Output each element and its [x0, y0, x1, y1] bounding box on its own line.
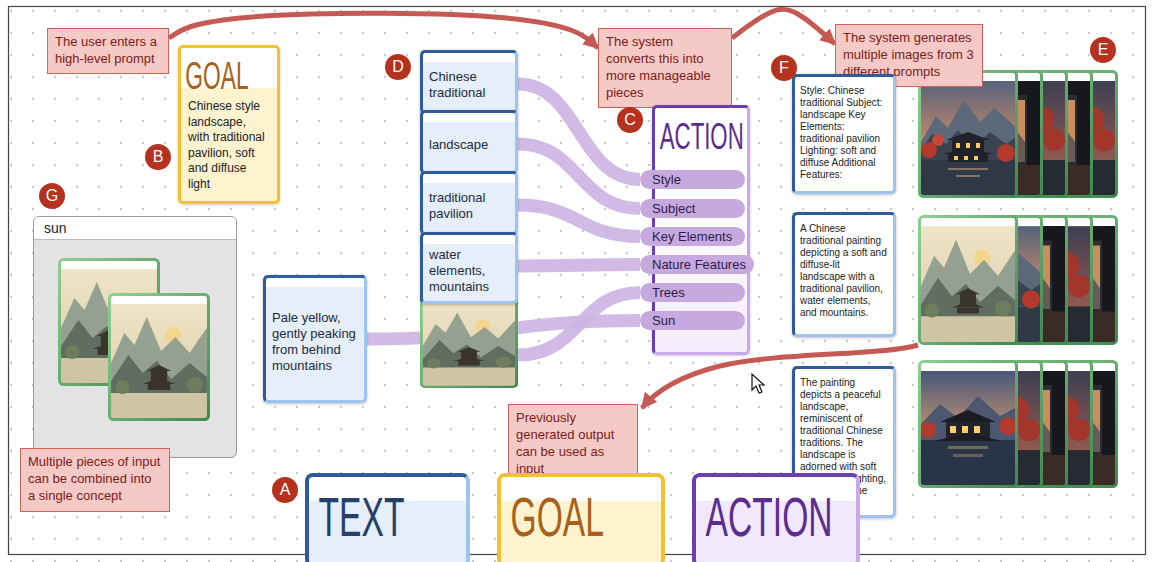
card-text: sun [34, 217, 236, 240]
callout-letter: G [39, 183, 65, 209]
generated-image [110, 295, 209, 420]
text-card: landscape [420, 110, 518, 174]
toolbar-card: ACTION [692, 473, 860, 562]
text-card: Pale yellow, gently peaking from behind … [263, 275, 367, 403]
callout-letter: B [145, 144, 171, 170]
generated-image [421, 296, 516, 387]
callout-note: Previously generated output can be used … [508, 404, 638, 484]
flow-arrow [169, 13, 598, 48]
card-text: Chinese style landscape, with traditiona… [181, 95, 277, 201]
mouse-cursor [752, 374, 764, 393]
card-text: Sun [652, 311, 737, 330]
generated-image [920, 362, 1018, 487]
callout-letter: C [617, 107, 643, 133]
generated-image [920, 72, 1017, 197]
concept-panel: sun [33, 216, 237, 458]
callout-letter: E [1090, 37, 1116, 63]
card-text: water elements, mountains [429, 247, 509, 295]
slot-link [518, 205, 640, 237]
flow-arrow [732, 9, 835, 44]
callout-note: The system converts this into more manag… [598, 28, 732, 108]
slot-link [518, 265, 640, 267]
card-text: Style [652, 170, 737, 189]
callout-note: The user enters a high-level prompt [47, 28, 169, 74]
text-card: water elements, mountains [420, 232, 518, 304]
card-text: Pale yellow, gently peaking from behind … [272, 310, 358, 373]
card-text: Key Elements [652, 227, 737, 246]
action-card: ACTION StyleSubjectKey ElementsNature Fea… [652, 105, 750, 355]
card-text: The system converts this into more manag… [606, 34, 724, 102]
card-text: Style: Chinese traditional Subject: land… [800, 85, 888, 181]
prompt-card: A Chinese traditional painting depicting… [792, 212, 896, 337]
card-text: Subject [652, 199, 737, 218]
text-card: Chinese traditional [420, 50, 518, 114]
action-slot: Sun [640, 311, 745, 330]
card-text: Previously generated output can be used … [516, 410, 630, 478]
card-text: The user enters a high-level prompt [55, 34, 161, 68]
card-text: Nature Features [652, 255, 746, 274]
panel-ground [33, 216, 237, 458]
card-title: GOAL [501, 477, 604, 545]
callout-letter: A [272, 477, 298, 503]
slot-link [518, 144, 640, 209]
card-text: Trees [652, 283, 737, 302]
action-slot: Subject [640, 199, 745, 218]
callout-note: Multiple pieces of input can be combined… [20, 448, 170, 512]
action-slot: Key Elements [640, 227, 745, 246]
card-text: Multiple pieces of input can be combined… [28, 454, 162, 505]
goal-card: GOALChinese style landscape, with tradit… [178, 45, 280, 204]
action-slot: Nature Features [640, 255, 754, 274]
card-title: ACTION [696, 477, 833, 545]
prompt-card: Style: Chinese traditional Subject: land… [792, 74, 896, 194]
toolbar-card: TEXT [305, 473, 470, 562]
card-title: GOAL [181, 48, 249, 95]
action-slot: Style [640, 170, 745, 189]
action-slot: Trees [640, 283, 745, 302]
text-card: traditional pavilion [420, 171, 518, 235]
card-title: ACTION [655, 108, 744, 155]
card-text: A Chinese traditional painting depicting… [800, 223, 888, 319]
card-title: TEXT [309, 477, 404, 545]
generated-image [920, 217, 1017, 344]
callout-letter: D [385, 54, 411, 80]
callout-letter: F [771, 55, 797, 81]
card-text: traditional pavilion [429, 190, 509, 222]
card-text: landscape [429, 137, 509, 153]
card-text: Chinese traditional [429, 69, 509, 101]
toolbar-card: GOAL [497, 473, 665, 562]
